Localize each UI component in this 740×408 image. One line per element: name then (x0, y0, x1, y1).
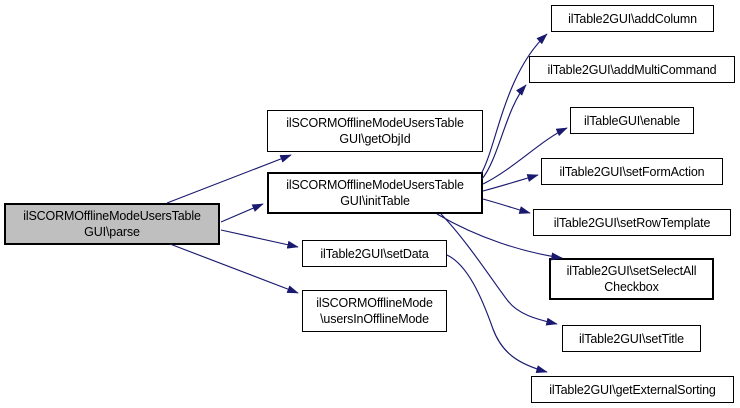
edge-initTable-setFormAction (482, 174, 539, 192)
node-setSelectAllCheckbox-label: ilTable2GUI\setSelectAll Checkbox (566, 264, 697, 294)
edge-parse-usersInOfflineMode (169, 243, 299, 294)
edge-parse-setData (220, 229, 299, 249)
node-usersInOfflineMode-label: ilSCORMOfflineMode \usersInOfflineMode (316, 296, 433, 326)
edge-parse-initTable (220, 203, 264, 223)
node-addColumn[interactable]: ilTable2GUI\addColumn (551, 5, 714, 32)
node-usersInOfflineMode[interactable]: ilSCORMOfflineMode \usersInOfflineMode (302, 290, 447, 332)
node-setFormAction[interactable]: ilTable2GUI\setFormAction (541, 158, 723, 185)
node-setRowTemplate-label: ilTable2GUI\setRowTemplate (553, 215, 711, 230)
node-setSelectAllCheckbox[interactable]: ilTable2GUI\setSelectAll Checkbox (549, 258, 714, 300)
node-addColumn-label: ilTable2GUI\addColumn (568, 11, 697, 26)
node-getObjId-label: ilSCORMOfflineModeUsersTable GUI\getObjI… (286, 116, 464, 146)
node-setTitle[interactable]: ilTable2GUI\setTitle (562, 325, 701, 352)
edge-initTable-addMultiCommand (481, 84, 527, 180)
edge-setData-getExternalSorting (446, 254, 548, 374)
edge-initTable-setRowTemplate (482, 198, 531, 214)
node-getExternalSorting[interactable]: ilTable2GUI\getExternalSorting (531, 376, 734, 403)
node-setData[interactable]: ilTable2GUI\setData (302, 240, 447, 267)
node-initTable-label: ilSCORMOfflineModeUsersTable GUI\initTab… (286, 178, 464, 208)
node-parse-label: ilSCORMOfflineModeUsersTable GUI\parse (23, 209, 201, 239)
node-setFormAction-label: ilTable2GUI\setFormAction (559, 164, 705, 179)
node-addMultiCommand-label: ilTable2GUI\addMultiCommand (547, 62, 717, 77)
node-parse[interactable]: ilSCORMOfflineModeUsersTable GUI\parse (4, 203, 220, 245)
node-enable[interactable]: ilTableGUI\enable (570, 107, 694, 134)
edge-initTable-addColumn (480, 33, 548, 175)
node-setData-label: ilTable2GUI\setData (320, 246, 429, 261)
node-getObjId[interactable]: ilSCORMOfflineModeUsersTable GUI\getObjI… (267, 110, 483, 152)
node-enable-label: ilTableGUI\enable (583, 113, 681, 128)
node-setTitle-label: ilTable2GUI\setTitle (579, 331, 684, 346)
node-initTable[interactable]: ilSCORMOfflineModeUsersTable GUI\initTab… (267, 172, 483, 214)
node-getExternalSorting-label: ilTable2GUI\getExternalSorting (549, 382, 716, 397)
node-setRowTemplate[interactable]: ilTable2GUI\setRowTemplate (533, 209, 731, 236)
node-addMultiCommand[interactable]: ilTable2GUI\addMultiCommand (529, 56, 735, 83)
